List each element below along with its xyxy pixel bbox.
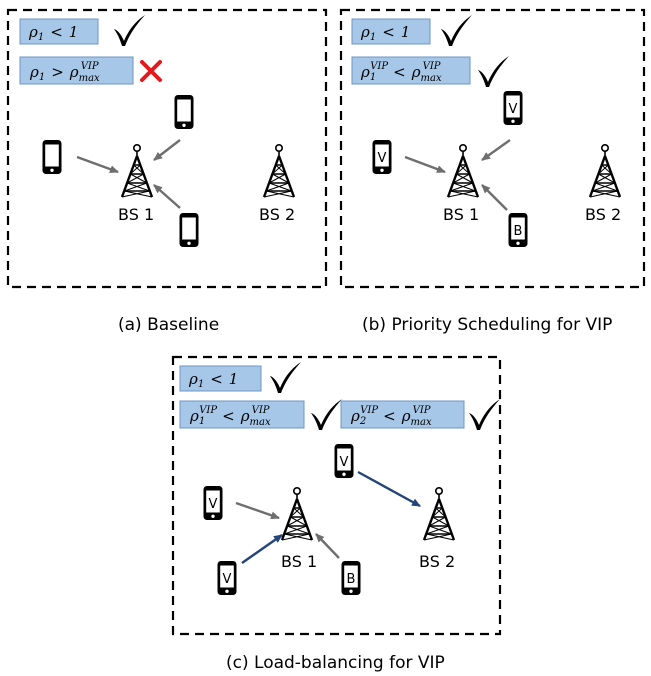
bs2-tower-icon <box>262 143 296 199</box>
check-icon <box>441 15 472 46</box>
svg-text:ρ1<1: ρ1<1 <box>28 23 78 43</box>
bs2-tower-icon <box>588 143 622 199</box>
panel-a-condition-2: ρ1>ρmaxVIP <box>19 56 162 85</box>
panel-c-caption: (c) Load-balancing for VIP <box>226 653 445 673</box>
panel-c: ρ1<1 ρ1VIP<ρmaxVIP ρ2VIP<ρmaxVIP BS 1 BS… <box>171 355 502 673</box>
panel-a: ρ1<1 ρ1>ρmaxVIP BS 1 BS 2 (a) Baseline <box>6 8 328 335</box>
svg-text:ρ1>ρmaxVIP: ρ1>ρmaxVIP <box>29 61 100 84</box>
vip-badge: V <box>509 102 518 117</box>
check-icon <box>478 56 509 87</box>
panel-b: ρ1<1 ρ1VIP<ρmaxVIP BS 1 BS 2 V V B (b) P… <box>339 8 646 335</box>
bs2-tower-icon <box>422 486 456 542</box>
panel-b-condition-2: ρ1VIP<ρmaxVIP <box>351 56 509 87</box>
panel-a-condition-1: ρ1<1 <box>19 15 145 46</box>
uplink-arrow <box>404 155 446 174</box>
check-icon <box>114 15 145 46</box>
bs1-label: BS 1 <box>118 205 154 224</box>
bs2-label: BS 2 <box>585 205 621 224</box>
check-icon <box>311 399 342 430</box>
svg-text:ρ1VIP<ρmaxVIP: ρ1VIP<ρmaxVIP <box>189 405 271 428</box>
cross-icon <box>140 60 162 82</box>
svg-text:ρ1<1: ρ1<1 <box>360 23 410 43</box>
phone-icon <box>179 213 199 247</box>
check-icon <box>469 399 500 430</box>
vip-badge: V <box>209 497 218 512</box>
panel-a-frame <box>6 8 328 289</box>
uplink-arrow <box>153 139 181 161</box>
panel-c-condition-2: ρ1VIP<ρmaxVIP <box>179 399 342 430</box>
panel-b-condition-1: ρ1<1 <box>351 15 472 46</box>
handover-arrow <box>357 470 421 508</box>
svg-text:ρ1VIP<ρmaxVIP: ρ1VIP<ρmaxVIP <box>360 61 442 84</box>
panel-c-frame <box>171 355 502 636</box>
panel-b-frame <box>339 8 646 289</box>
vip-badge: V <box>223 572 232 587</box>
bs1-label: BS 1 <box>281 552 317 571</box>
vip-badge: V <box>378 151 387 166</box>
vip-uplink-arrow <box>241 534 283 564</box>
uplink-arrow <box>235 501 280 520</box>
best-effort-badge: B <box>347 572 356 587</box>
uplink-arrow <box>153 184 181 209</box>
panel-b-caption: (b) Priority Scheduling for VIP <box>362 315 612 335</box>
bs2-label: BS 2 <box>419 552 455 571</box>
bs2-label: BS 2 <box>259 205 295 224</box>
bs1-tower-icon <box>120 143 154 199</box>
uplink-arrow <box>481 139 511 161</box>
svg-text:ρ2VIP<ρmaxVIP: ρ2VIP<ρmaxVIP <box>350 405 432 428</box>
bs1-tower-icon <box>446 143 480 199</box>
panel-a-caption: (a) Baseline <box>118 315 219 335</box>
uplink-arrow <box>76 155 119 174</box>
uplink-arrow <box>315 533 340 559</box>
phone-icon <box>174 95 194 129</box>
check-icon <box>270 362 301 393</box>
phone-icon <box>42 140 62 174</box>
best-effort-badge: B <box>514 224 523 239</box>
bs1-label: BS 1 <box>443 205 479 224</box>
uplink-arrow <box>481 184 508 211</box>
svg-text:ρ1<1: ρ1<1 <box>188 370 238 390</box>
bs1-tower-icon <box>280 486 314 542</box>
vip-badge: V <box>340 455 349 470</box>
panel-c-condition-3: ρ2VIP<ρmaxVIP <box>340 399 500 430</box>
panel-c-condition-1: ρ1<1 <box>179 362 301 393</box>
